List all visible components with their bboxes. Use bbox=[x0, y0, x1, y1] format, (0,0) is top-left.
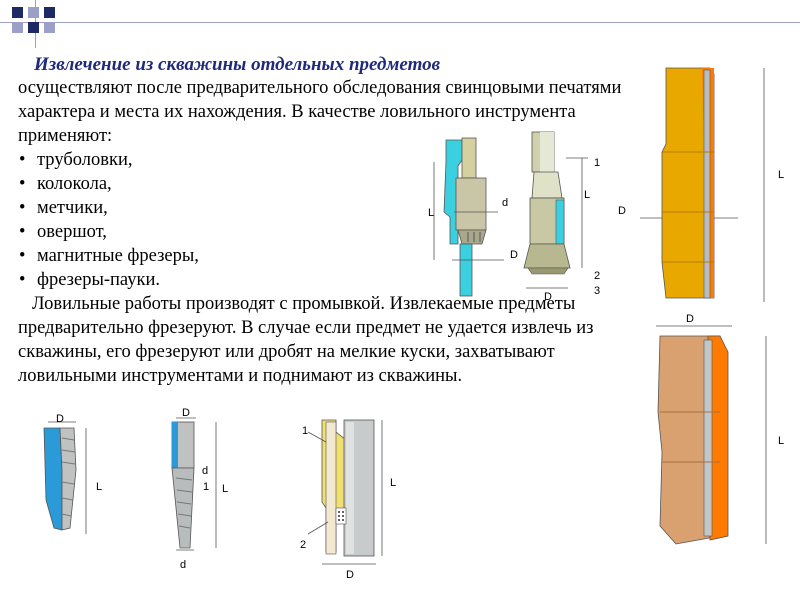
dim-L: L bbox=[778, 435, 784, 447]
dim-d-top: d bbox=[202, 465, 208, 477]
list-item: овершот, bbox=[18, 220, 633, 244]
header-square bbox=[12, 7, 23, 18]
label-3: 3 bbox=[594, 285, 600, 297]
header-square bbox=[12, 22, 23, 33]
header-square bbox=[28, 22, 39, 33]
header-square bbox=[44, 7, 55, 18]
tools-list: труболовки, колокола, метчики, овершот, … bbox=[18, 148, 633, 292]
conclusion-text: Ловильные работы производят с промывкой.… bbox=[18, 294, 594, 386]
dim-D: D bbox=[686, 313, 694, 325]
label-1: 1 bbox=[594, 157, 600, 169]
label-1: 1 bbox=[302, 425, 308, 437]
list-item: фрезеры-пауки. bbox=[18, 268, 633, 292]
header-square bbox=[44, 22, 55, 33]
list-item: магнитные фрезеры, bbox=[18, 244, 633, 268]
slide-body: осуществляют после предварительного обсл… bbox=[18, 76, 633, 388]
list-item: метчики, bbox=[18, 196, 633, 220]
dim-d: d bbox=[502, 197, 508, 209]
dim-D: D bbox=[618, 205, 626, 217]
dim-L: L bbox=[778, 169, 784, 181]
dim-D: D bbox=[56, 413, 64, 425]
kolokol-brown-figure: D L bbox=[656, 313, 784, 545]
dim-L: L bbox=[390, 477, 396, 489]
dim-L: L bbox=[428, 207, 434, 219]
dim-D: D bbox=[346, 569, 354, 581]
slide-title: Извлечение из скважины отдельных предмет… bbox=[34, 54, 441, 75]
dim-D: D bbox=[182, 407, 190, 419]
header-square bbox=[28, 7, 39, 18]
metchik-1-figure: D L bbox=[43, 413, 102, 534]
dim-L: L bbox=[96, 481, 102, 493]
dim-L: L bbox=[222, 483, 228, 495]
list-item: колокола, bbox=[18, 172, 633, 196]
overshot-figure: 1 L 2 D bbox=[300, 419, 396, 581]
frezer-pauk-figure: 1 L 2 3 D bbox=[523, 131, 600, 303]
metchik-2-figure: D d 1 L d bbox=[171, 407, 228, 571]
intro-text: осуществляют после предварительного обсл… bbox=[18, 78, 622, 146]
dim-D: D bbox=[510, 249, 518, 261]
kolokol-yellow-figure: L D bbox=[618, 67, 784, 302]
label-2: 2 bbox=[594, 270, 600, 282]
label-1: 1 bbox=[203, 481, 209, 493]
trubolovka-figure: L d D bbox=[428, 137, 518, 297]
header-horizontal-line bbox=[0, 22, 800, 23]
dim-D: D bbox=[544, 291, 552, 303]
dim-d-bottom: d bbox=[180, 559, 186, 571]
list-item: труболовки, bbox=[18, 148, 633, 172]
dim-L: L bbox=[584, 189, 590, 201]
label-2: 2 bbox=[300, 539, 306, 551]
